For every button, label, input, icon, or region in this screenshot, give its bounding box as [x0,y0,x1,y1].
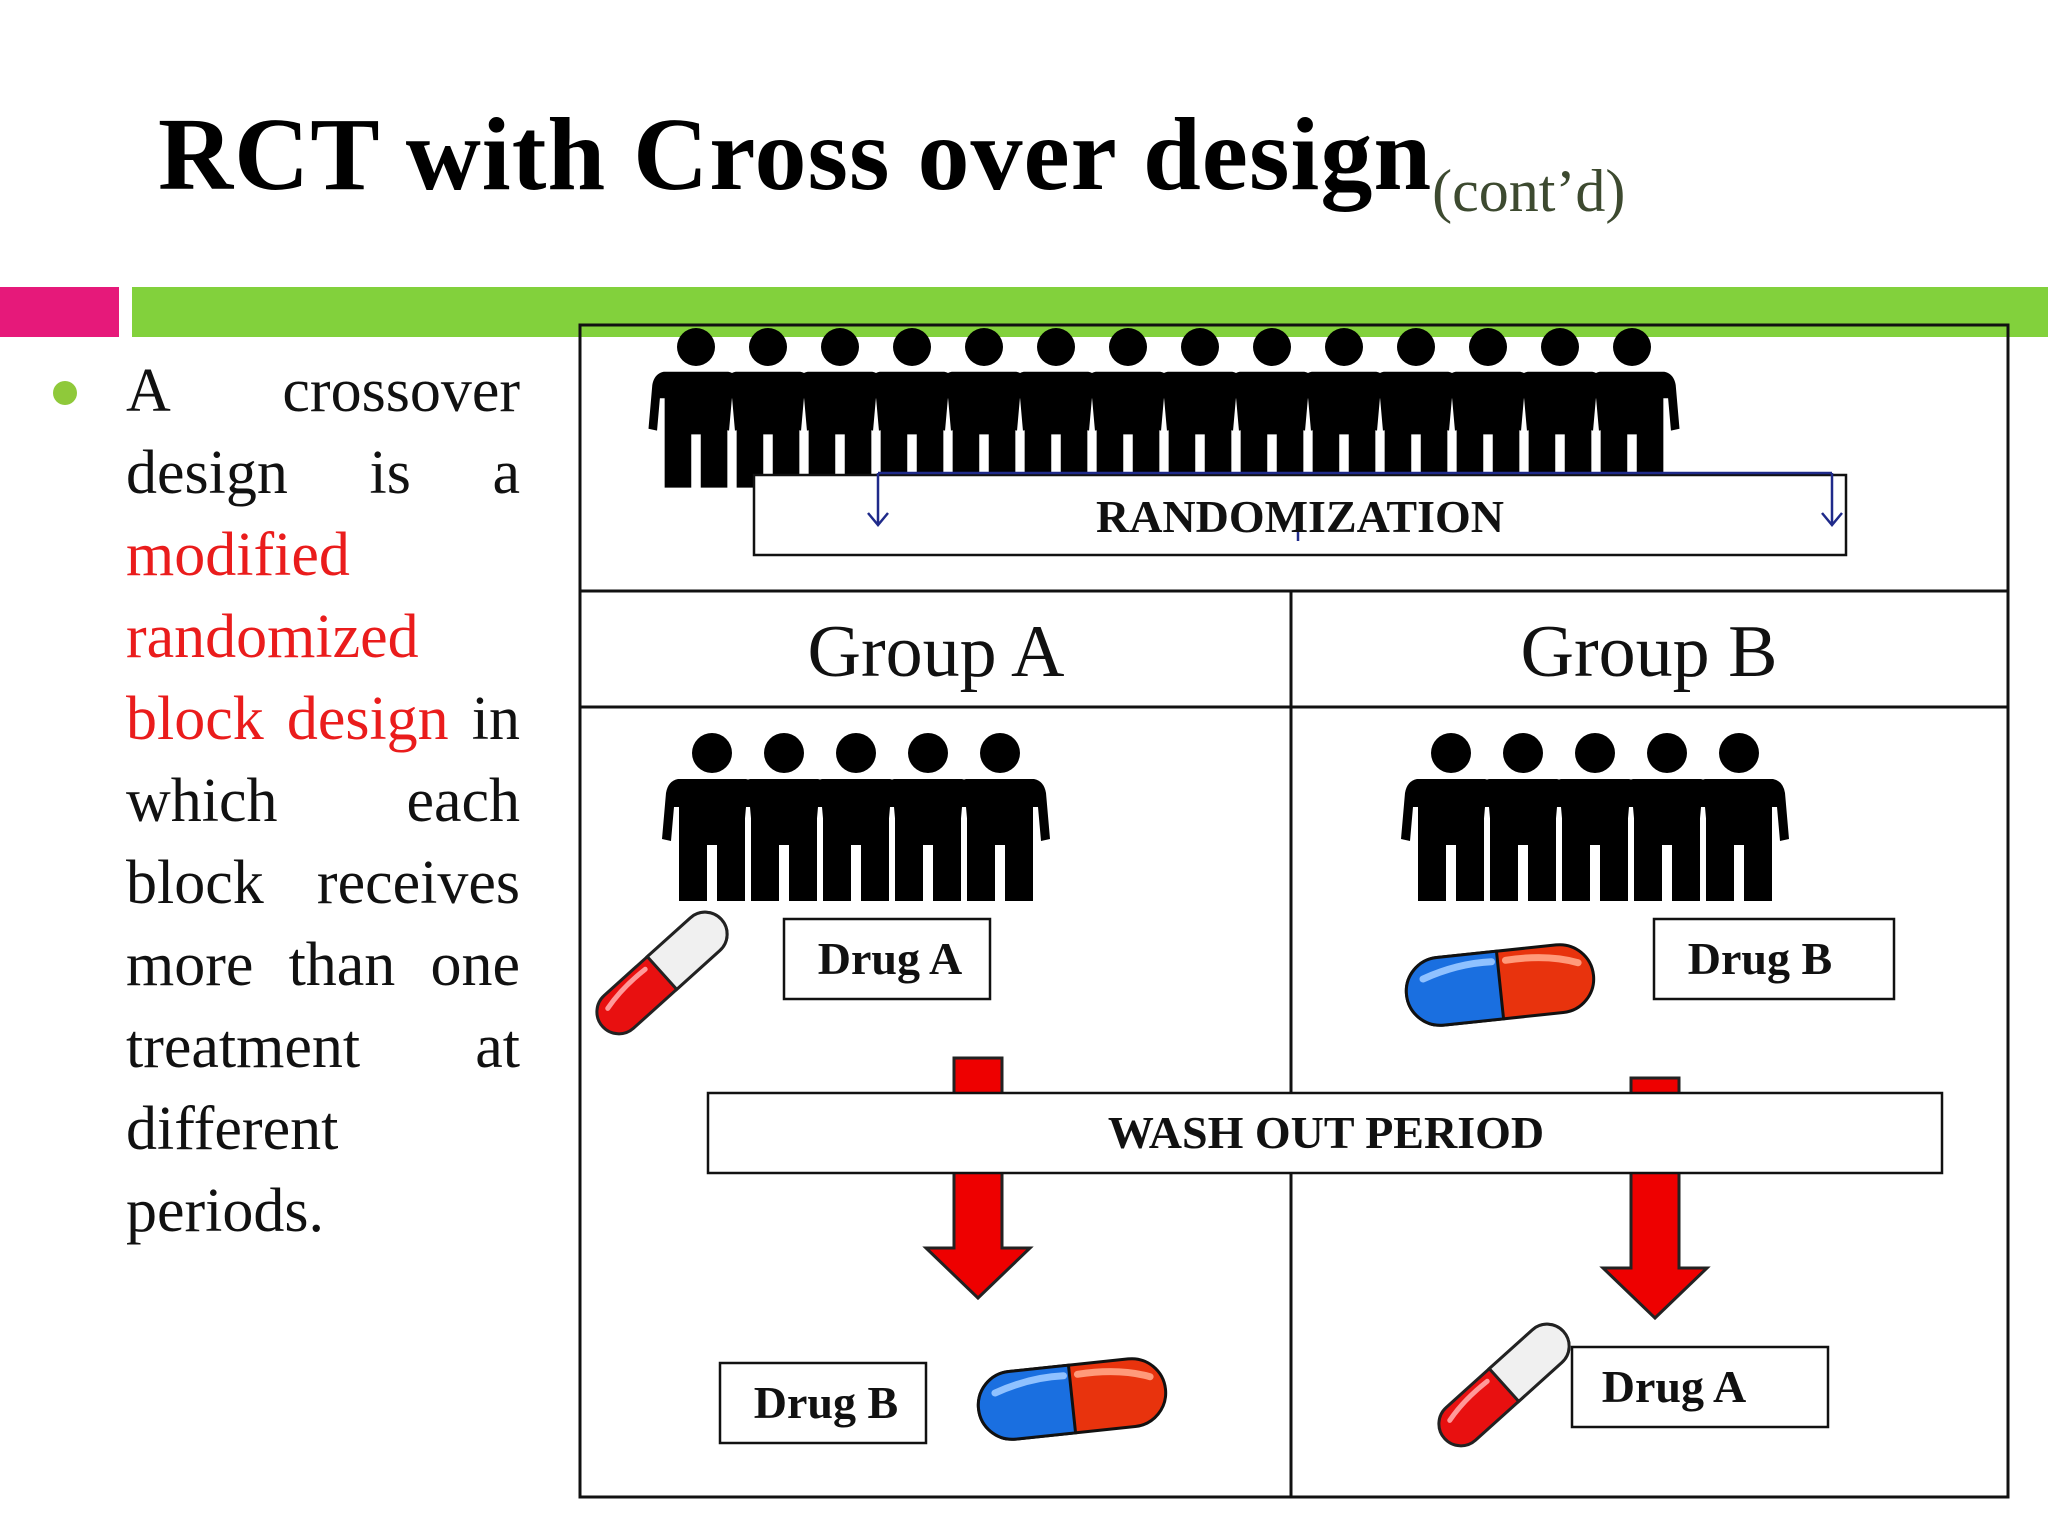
bullet-text-part1: A crossover design is a [126,357,520,507]
randomization-split-arrows [867,471,1843,541]
group-a-second-drug-box [718,1361,928,1445]
capsule-red-white-icon [1430,1315,1578,1455]
person-icon [734,733,834,901]
randomization-label: RANDOMIZATION [1096,491,1504,542]
person-icon [806,733,906,901]
capsule-red-blue-icon [975,1355,1169,1442]
randomization-box [752,473,1848,557]
slide-title-suffix: (cont’d) [1432,158,1626,224]
person-icon [1473,733,1573,901]
person-icon [662,733,762,901]
header-accent-green-bar [132,287,2048,337]
people-group-icon [1401,733,1789,901]
capsule-red-blue-icon [1403,941,1597,1028]
washout-label: WASH OUT PERIOD [1108,1107,1544,1158]
person-icon [1617,733,1717,901]
bullet-icon [53,381,77,405]
crossover-diagram: RANDOMIZATION Group A Group B Drug A Dru… [578,323,2010,1499]
people-group-icon [662,733,1050,901]
group-a-second-drug-label: Drug B [754,1377,898,1428]
person-icon [950,733,1050,901]
washout-box [706,1091,1944,1175]
people-group-icon [648,328,1680,488]
crossover-diagram-svg: RANDOMIZATION Group A Group B Drug A Dru… [578,323,2010,1499]
drug-b-label: Drug B [1688,933,1832,984]
drug-a-box [782,917,992,1001]
bullet-text-part2: in which each block receives more than o… [126,685,520,1245]
diagram-frame [578,323,2010,1499]
header-accent-pink-bar [0,287,119,337]
person-icon [1689,733,1789,901]
bullet-paragraph: A crossover design is a modified randomi… [126,350,520,1252]
group-b-second-drug-label: Drug A [1602,1361,1746,1412]
group-b-second-drug-box [1570,1345,1830,1429]
person-icon [1401,733,1501,901]
person-icon [1545,733,1645,901]
drug-b-box [1652,917,1896,1001]
group-b-label: Group B [1521,611,1778,693]
slide-title: RCT with Cross over design(cont’d) [158,95,1625,226]
capsule-red-white-icon [588,903,736,1043]
drug-a-label: Drug A [818,933,962,984]
bullet-highlight: modified randomized block design [126,521,449,753]
group-a-label: Group A [808,611,1065,693]
person-icon [878,733,978,901]
slide-title-main: RCT with Cross over design [158,97,1433,212]
